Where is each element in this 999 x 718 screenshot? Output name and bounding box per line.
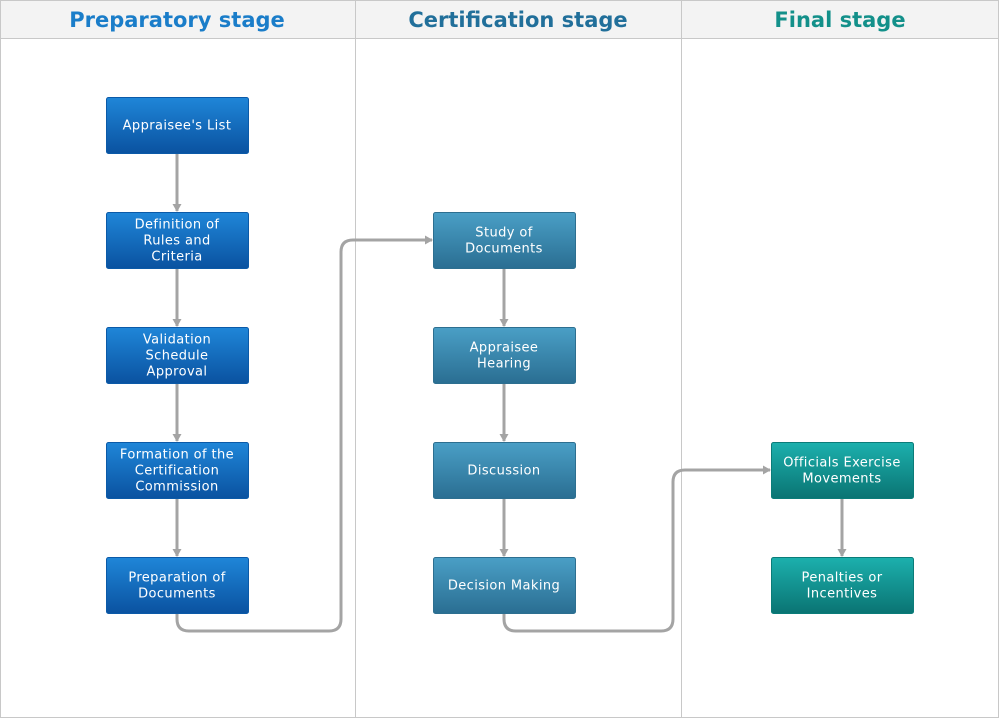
process-box-label: Certification xyxy=(135,464,220,479)
process-box-label: Approval xyxy=(147,365,208,380)
process-box-label: Documents xyxy=(138,587,216,602)
process-box-shape xyxy=(106,97,249,154)
process-box-shape xyxy=(433,327,576,384)
process-box-label: Officials Exercise xyxy=(783,456,901,471)
lane-title-preparatory: Preparatory stage xyxy=(69,8,285,32)
process-box-shape xyxy=(433,212,576,269)
process-box-label: Discussion xyxy=(467,464,540,479)
process-box-label: Preparation of xyxy=(128,571,225,586)
process-box-label: Schedule xyxy=(146,349,209,364)
process-box-discussion[interactable]: Discussion xyxy=(433,442,576,499)
process-box-label: Definition of xyxy=(135,218,220,233)
connector-arrow-preparation-documents-to-study-documents xyxy=(175,235,433,633)
lane-title-certification: Certification stage xyxy=(408,8,627,32)
process-box-shape xyxy=(433,557,576,614)
process-box-shape xyxy=(433,442,576,499)
process-box-label: Study of xyxy=(475,226,532,241)
lane-title-final: Final stage xyxy=(774,8,905,32)
process-box-label: Commission xyxy=(135,480,218,495)
process-box-shape xyxy=(771,442,914,499)
connector-arrow-decision-making-to-officials-exercise xyxy=(502,465,771,633)
process-box-label: Formation of the xyxy=(120,448,234,463)
process-box-shape xyxy=(106,327,249,384)
process-box-label: Documents xyxy=(465,242,543,257)
process-box-label: Rules and xyxy=(143,234,210,249)
connectors xyxy=(172,154,847,633)
process-box-label: Validation xyxy=(143,333,211,348)
process-box-label: Criteria xyxy=(151,250,202,265)
process-box-label: Appraisee xyxy=(470,341,539,356)
process-box-decision-making[interactable]: Decision Making xyxy=(433,557,576,614)
process-box-label: Hearing xyxy=(477,357,531,372)
process-box-label: Appraisee's List xyxy=(123,119,232,134)
process-box-label: Penalties or xyxy=(802,571,883,586)
process-box-label: Decision Making xyxy=(448,579,560,594)
process-box-appraisees-list[interactable]: Appraisee's List xyxy=(106,97,249,154)
process-box-shape xyxy=(106,557,249,614)
process-box-label: Incentives xyxy=(807,587,878,602)
process-box-shape xyxy=(771,557,914,614)
process-box-label: Movements xyxy=(802,472,881,487)
process-box-shape xyxy=(106,212,249,269)
process-box-shape xyxy=(106,442,249,499)
